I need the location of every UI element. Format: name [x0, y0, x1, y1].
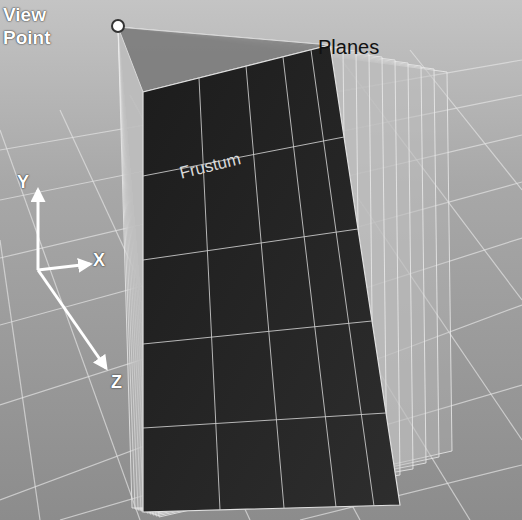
view-point-marker: [112, 20, 124, 32]
frustum-label: Frustum: [178, 149, 243, 183]
viewpoint-label: View Point: [3, 3, 57, 49]
axis-label: X: [93, 250, 105, 271]
coordinate-axes: [38, 190, 106, 368]
axis-label: Y: [17, 172, 29, 193]
frustum-volume: [118, 27, 400, 512]
axis-label: Z: [111, 372, 122, 393]
planes-label: Planes: [318, 36, 379, 59]
projection-planes: [118, 27, 452, 517]
